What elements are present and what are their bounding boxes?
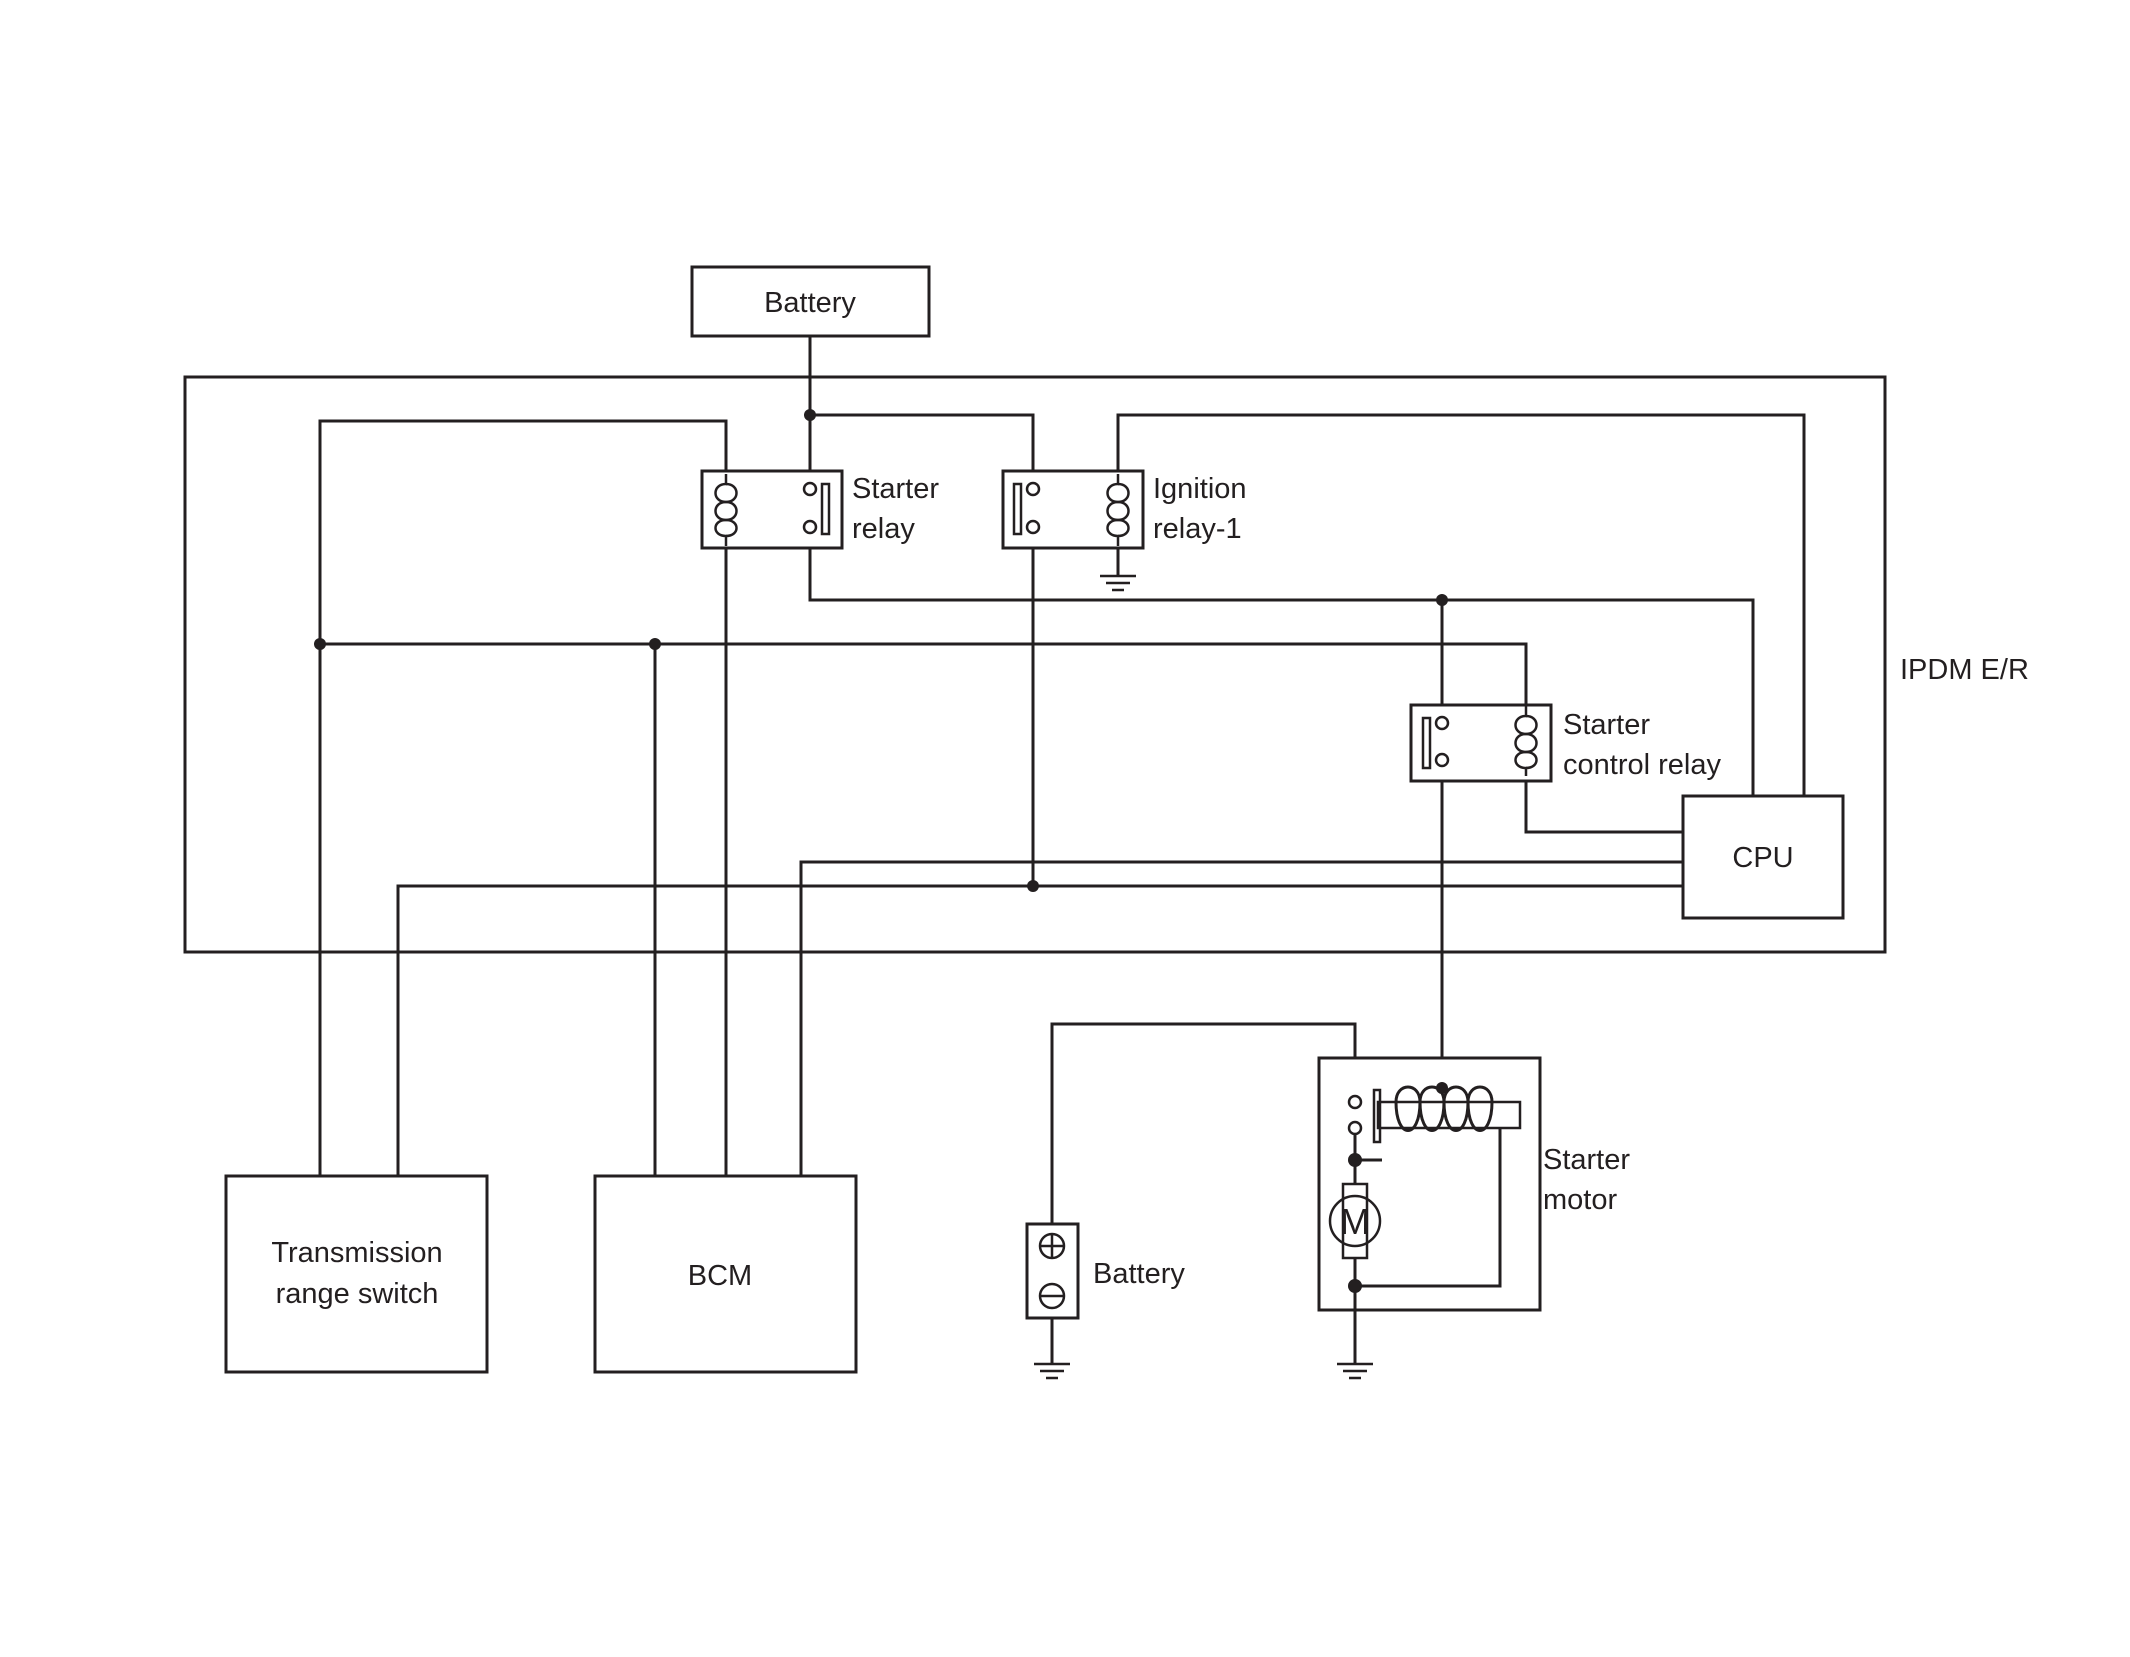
battery-top: Battery [690,265,931,338]
starter-control-relay-label-1: Starter [1563,709,1650,741]
motor-contact [1347,1120,1363,1136]
starter-motor-label-1: Starter [1543,1144,1630,1176]
junction-dot [1348,1153,1362,1167]
transmission-range-switch: Transmission range switch [224,1174,489,1374]
battery-terminal-icon [1038,1232,1066,1310]
relay-coil-icon [714,474,738,546]
starter-control-relay: Starter control relay [1409,703,1721,783]
wire-cpu-to-bcm [799,860,1683,1176]
ipdm-module-box [183,375,1887,954]
junction-dot [649,638,661,650]
motor-internal-wire [1355,1128,1502,1288]
wire-battery-to-ignition-relay [810,413,1035,474]
bcm-label: BCM [688,1260,752,1292]
starter-motor-label-2: motor [1543,1184,1617,1216]
motor-icon: M [1328,1182,1382,1260]
motor-contact [1347,1094,1363,1110]
ground-icon [1337,1362,1373,1380]
battery-bottom: Battery [1025,1222,1185,1320]
battery-bottom-label: Battery [1093,1258,1185,1290]
transmission-range-switch-box [224,1174,489,1374]
wire-trs-bus [320,642,1528,705]
starter-control-relay-label-2: control relay [1563,749,1721,781]
bcm: BCM [593,1174,858,1374]
solenoid-icon [1372,1085,1522,1144]
battery-top-label: Battery [764,287,856,319]
starter-relay-label-1: Starter [852,473,939,505]
ignition-relay-label-2: relay-1 [1153,513,1242,545]
ipdm-label: IPDM E/R [1900,654,2029,686]
relay-coil-icon [1514,705,1538,776]
relay-contact-icon [802,481,831,536]
junction-dot [1436,594,1448,606]
relay-contact-icon [1421,715,1450,770]
bcm-box [593,1174,858,1374]
trs-label-2: range switch [276,1278,439,1310]
junction-dot [1348,1279,1362,1293]
cpu: CPU [1681,794,1845,920]
trs-label-1: Transmission [271,1237,442,1269]
ignition-relay: Ignition relay-1 [1001,469,1247,550]
ground-icon [1100,574,1136,592]
junction-dot [804,409,816,421]
wire-starter-relay-out [808,530,1755,796]
junction-dots [314,409,1448,892]
wires [318,336,1806,1364]
wire-cpu-to-trs [396,884,1683,1176]
wire-scr-coil-to-cpu [1524,776,1683,834]
cpu-label: CPU [1732,842,1793,874]
junction-dot [314,638,326,650]
starter-motor: M Starter motor [1317,1056,1630,1364]
battery-top-box [690,265,931,338]
wire-ignition-coil-to-cpu [1116,413,1806,796]
starter-relay: Starter relay [700,469,939,550]
relay-contact-icon [1012,481,1041,536]
ground-icon [1034,1362,1070,1380]
cpu-box [1681,794,1845,920]
junction-dot [1436,1082,1448,1094]
wire-battery-to-motor [1050,1022,1357,1238]
ignition-relay-label-1: Ignition [1153,473,1247,505]
wire-starter-coil-to-trs [318,419,728,1176]
junction-dot [1027,880,1039,892]
motor-symbol: M [1340,1201,1370,1242]
starter-relay-label-2: relay [852,513,915,545]
relay-coil-icon [1106,474,1130,546]
